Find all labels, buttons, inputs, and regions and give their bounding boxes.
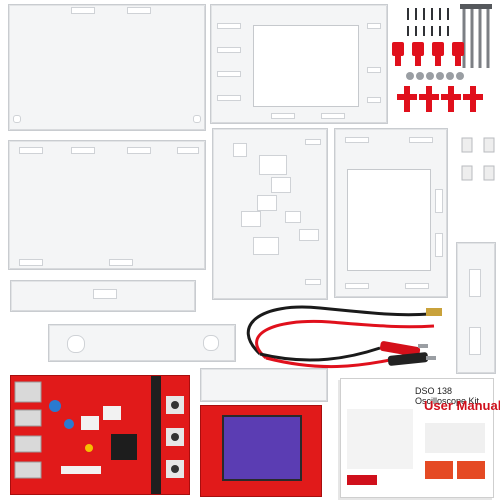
red-cross-standoffs xyxy=(397,86,483,112)
hardware-kit xyxy=(392,4,495,181)
manual-title: DSO 138 Oscilloscope Kit xyxy=(415,386,480,406)
pcb-components xyxy=(14,376,184,494)
acrylic-frame-bottom xyxy=(334,128,448,298)
acrylic-strip-small xyxy=(200,368,328,402)
main-pcb-board xyxy=(10,375,190,495)
test-lead-cable xyxy=(246,305,442,369)
acrylic-strip-vertical xyxy=(456,242,496,374)
bnc-plug xyxy=(426,308,442,316)
long-screws xyxy=(462,8,490,68)
white-standoffs xyxy=(461,137,495,181)
user-manual xyxy=(340,378,494,498)
acrylic-side-panel xyxy=(212,128,328,300)
black-alligator-clip xyxy=(387,352,429,366)
acrylic-panel-top-left xyxy=(8,4,206,131)
acrylic-panel-middle-left xyxy=(8,140,206,270)
short-screws xyxy=(407,8,449,36)
manual-heading: User Manual xyxy=(424,398,500,413)
acrylic-strip-long xyxy=(10,280,196,312)
lcd-screen xyxy=(222,415,302,481)
nuts xyxy=(406,72,464,80)
red-switch-caps xyxy=(392,42,464,66)
red-alligator-clip xyxy=(379,341,421,357)
acrylic-strip-holes xyxy=(48,324,236,362)
acrylic-frame-top xyxy=(210,4,388,124)
